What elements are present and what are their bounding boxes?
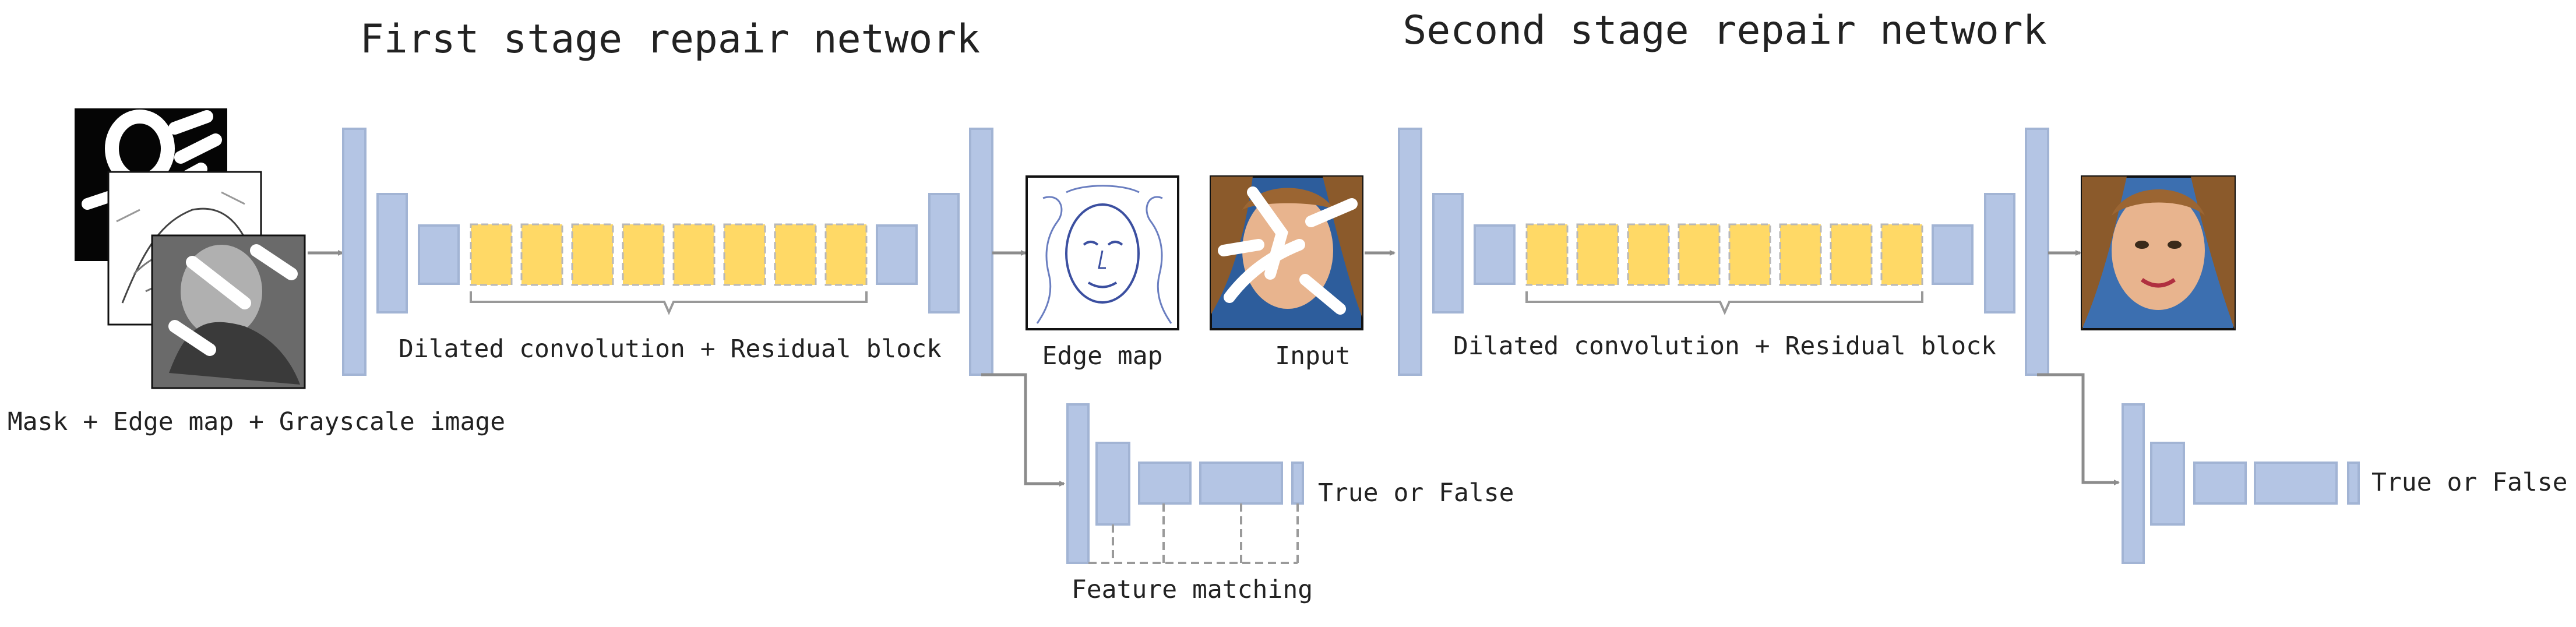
input-label: Mask + Edge map + Grayscale image bbox=[8, 407, 505, 436]
stage1-decoder-conv-1 bbox=[876, 224, 918, 285]
stage2-discriminator-branch-arrow bbox=[2037, 373, 2120, 485]
input-image-stack bbox=[75, 108, 306, 389]
stage1-residual-block bbox=[774, 223, 817, 286]
stage2-generator bbox=[1398, 128, 2049, 376]
stage1-residual-block bbox=[622, 223, 665, 286]
stage2-residual-block bbox=[1525, 223, 1569, 286]
stage2-encoder-conv-2 bbox=[1432, 193, 1464, 314]
stage1-residual-block bbox=[571, 223, 614, 286]
stage1-residual-block bbox=[520, 223, 563, 286]
stage2-discriminator bbox=[2122, 403, 2360, 564]
stage2-residual-block bbox=[1678, 223, 1721, 286]
stage2-encoder-conv-1 bbox=[1398, 128, 1422, 376]
stage1-title: First stage repair network bbox=[360, 16, 980, 62]
stage1-residual-block bbox=[470, 223, 513, 286]
stage2-residual-block bbox=[1576, 223, 1619, 286]
stage2-residual-block bbox=[1880, 223, 1923, 286]
restored-face-icon bbox=[2081, 175, 2236, 330]
stage2-true-false-label: True or False bbox=[2371, 468, 2568, 497]
stage1-residual-brace bbox=[470, 291, 868, 315]
stage1-residual-block bbox=[824, 223, 868, 286]
stage1-residual-block bbox=[723, 223, 766, 286]
stage1-disc-conv-4 bbox=[1199, 462, 1283, 505]
stage2-disc-conv-1 bbox=[2122, 403, 2145, 564]
stage1-discriminator-branch-arrow bbox=[981, 373, 1065, 487]
stage2-decoder-conv-2 bbox=[1984, 193, 2015, 314]
stage1-encoder-conv-2 bbox=[376, 193, 408, 314]
stage1-encoder-conv-1 bbox=[342, 128, 367, 376]
stage2-residual-block bbox=[1830, 223, 1873, 286]
stage2-residual-brace bbox=[1525, 291, 1923, 315]
stage2-disc-conv-2 bbox=[2150, 442, 2185, 526]
stage1-generator bbox=[342, 128, 993, 376]
stage2-residual-block bbox=[1779, 223, 1822, 286]
stage1-decoder-conv-2 bbox=[928, 193, 960, 314]
stage2-residual-block bbox=[1627, 223, 1670, 286]
input-image-label: Input bbox=[1275, 341, 1350, 371]
stage1-encoder-conv-3 bbox=[418, 224, 460, 285]
stage1-discriminator bbox=[1066, 403, 1304, 564]
stage2-title: Second stage repair network bbox=[1402, 8, 2046, 54]
stage1-residual-blocks bbox=[470, 223, 868, 286]
stage1-true-false-label: True or False bbox=[1318, 478, 1514, 508]
feature-matching-connectors bbox=[1088, 503, 1299, 564]
stage2-residual-block bbox=[1728, 223, 1771, 286]
stage2-disc-output bbox=[2347, 462, 2360, 505]
stage2-disc-conv-3 bbox=[2193, 462, 2247, 505]
grayscale-image-icon bbox=[151, 234, 306, 389]
stage2-residual-blocks bbox=[1525, 223, 1923, 286]
stage2-block-label: Dilated convolution + Residual block bbox=[1453, 332, 1996, 361]
stage2-decoder-conv-3 bbox=[2025, 128, 2049, 376]
stage1-disc-conv-1 bbox=[1066, 403, 1090, 564]
stage1-residual-block bbox=[672, 223, 716, 286]
stage1-disc-conv-2 bbox=[1095, 442, 1130, 526]
edge-map-label: Edge map bbox=[1042, 341, 1162, 371]
edge-map-output-icon bbox=[1026, 175, 1179, 330]
stage1-decoder-conv-3 bbox=[969, 128, 993, 376]
stage2-encoder-conv-3 bbox=[1474, 224, 1516, 285]
stage1-block-label: Dilated convolution + Residual block bbox=[399, 334, 942, 364]
feature-matching-label: Feature matching bbox=[1072, 575, 1313, 604]
stage1-disc-output bbox=[1291, 462, 1304, 505]
damaged-input-face-icon bbox=[1210, 175, 1363, 330]
stage2-decoder-conv-1 bbox=[1932, 224, 1974, 285]
stage2-disc-conv-4 bbox=[2254, 462, 2338, 505]
stage1-disc-conv-3 bbox=[1138, 462, 1192, 505]
